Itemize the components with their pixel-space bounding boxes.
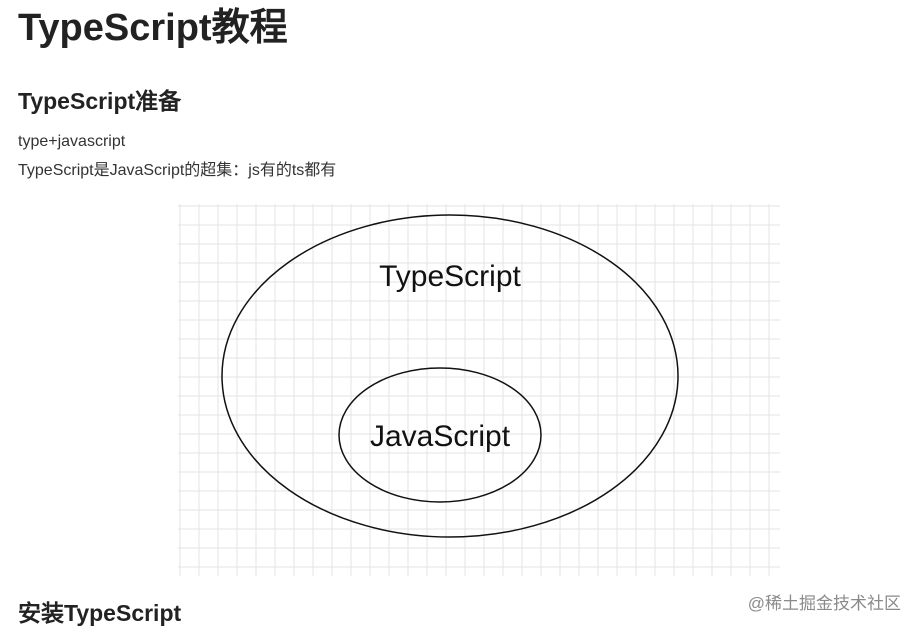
superset-diagram: TypeScript JavaScript [178, 204, 780, 576]
page-title: TypeScript教程 [18, 7, 288, 49]
paragraph-type-javascript: type+javascript [18, 133, 126, 150]
typescript-ellipse [221, 214, 679, 538]
javascript-label: JavaScript [370, 420, 511, 453]
section-heading-typescript-prep: TypeScript准备 [18, 88, 182, 114]
background-grid [178, 204, 780, 576]
typescript-label: TypeScript [379, 260, 521, 293]
javascript-ellipse [338, 367, 542, 503]
juejin-watermark: @稀土掘金技术社区 [747, 594, 901, 613]
paragraph-superset: TypeScript是JavaScript的超集：js有的ts都有 [18, 162, 337, 179]
section-heading-install-typescript: 安装TypeScript [18, 600, 182, 626]
